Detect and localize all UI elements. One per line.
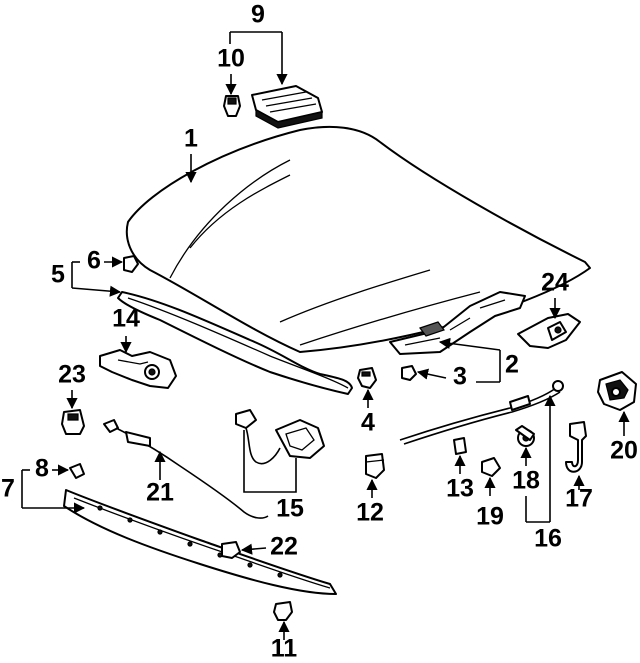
- callout-12: 12: [356, 499, 384, 527]
- part-2-seal-bracket: [389, 291, 526, 355]
- part-16-release-cable: [399, 380, 564, 445]
- callout-6: 6: [87, 247, 101, 275]
- callout-11: 11: [271, 635, 298, 663]
- part-11-clip: [273, 601, 293, 621]
- part-12-grommet: [365, 453, 385, 479]
- callout-10: 10: [217, 45, 245, 73]
- callout-8: 8: [35, 455, 49, 483]
- callout-24: 24: [541, 269, 569, 297]
- callout-16: 16: [534, 525, 562, 553]
- part-4-clip: [357, 367, 377, 389]
- part-22-clip: [221, 541, 241, 559]
- part-1-hood-panel: [125, 125, 591, 353]
- callout-18: 18: [512, 467, 540, 495]
- callout-21: 21: [146, 479, 174, 507]
- callout-2: 2: [505, 351, 519, 379]
- callout-14: 14: [112, 305, 140, 333]
- part-18-handle: [515, 425, 535, 447]
- part-21-prop-rod: [103, 419, 269, 519]
- callout-5: 5: [51, 261, 65, 289]
- callout-9: 9: [251, 1, 265, 29]
- part-10-clip: [223, 95, 241, 117]
- callout-7: 7: [1, 475, 15, 503]
- callout-4: 4: [361, 409, 375, 437]
- part-20-latch: [597, 371, 637, 411]
- callout-15: 15: [276, 495, 304, 523]
- part-15-cable-bracket: [235, 409, 325, 465]
- callout-23: 23: [58, 361, 86, 389]
- part-17-hook: [565, 421, 587, 473]
- callout-17: 17: [565, 485, 593, 513]
- leader-lines: [21, 31, 630, 640]
- part-5-weatherstrip: [117, 291, 353, 395]
- part-9-insulator-pad: [251, 85, 323, 129]
- callout-22: 22: [270, 533, 298, 561]
- part-24-hood-hinge: [517, 313, 581, 349]
- part-6-clip: [123, 255, 139, 273]
- callout-1: 1: [184, 125, 198, 153]
- callout-3: 3: [453, 363, 467, 391]
- callout-20: 20: [610, 437, 638, 465]
- part-14-hood-latch: [99, 349, 177, 389]
- callout-19: 19: [476, 503, 504, 531]
- part-8-clip: [69, 463, 85, 479]
- part-3-clip: [401, 365, 417, 381]
- callout-13: 13: [446, 475, 474, 503]
- part-19-clip: [481, 457, 501, 477]
- part-13-grommet: [453, 437, 467, 455]
- part-23-bumper: [61, 409, 85, 435]
